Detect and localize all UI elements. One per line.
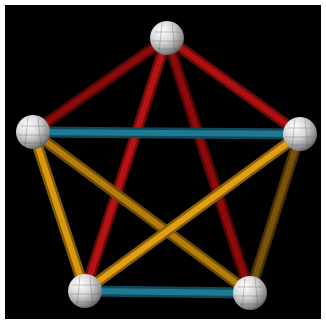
edge-left-right [33,132,300,134]
edge-left-bottom-right [33,132,250,293]
node-bottom-right [233,276,267,310]
edge-bottom-left-bottom-right [85,291,250,293]
nodes-layer [16,21,317,310]
edge-top-bottom-left [85,38,167,291]
node-right [283,117,317,151]
edges-layer [33,38,300,293]
node-bottom-left [68,274,102,308]
node-top [150,21,184,55]
k5-graph-diagram [5,5,321,319]
graph-canvas [5,5,321,319]
edge-top-bottom-right [167,38,250,293]
node-left [16,115,50,149]
edge-right-bottom-left [85,134,300,291]
